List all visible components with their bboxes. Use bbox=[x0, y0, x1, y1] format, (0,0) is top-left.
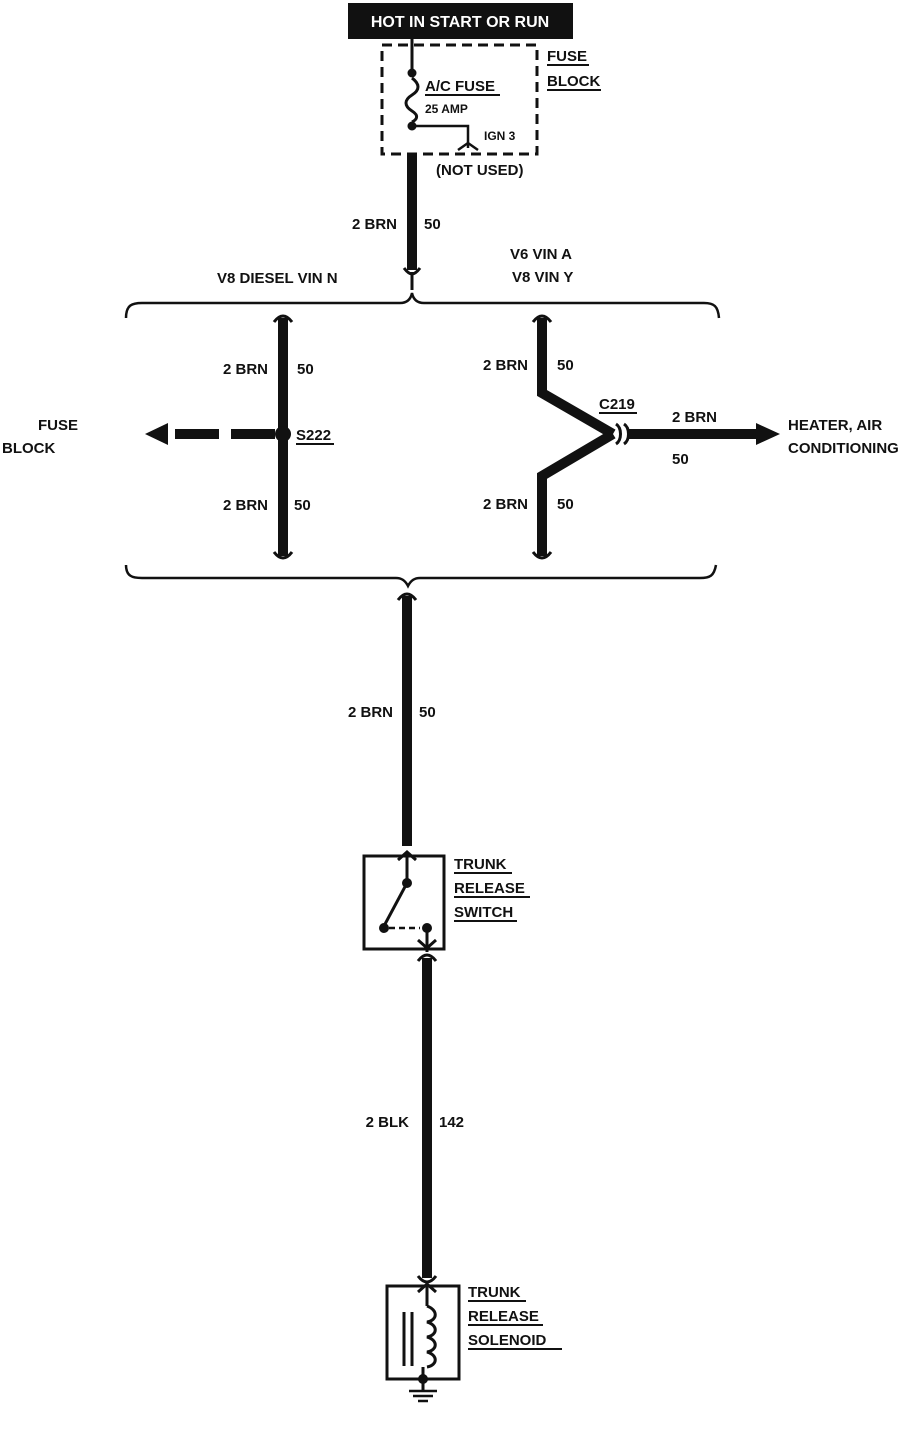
switch-blade bbox=[382, 882, 409, 927]
fuse-top-terminal bbox=[407, 68, 417, 78]
heater-branch-circuit: 50 bbox=[672, 451, 689, 468]
power-header-text: HOT IN START OR RUN bbox=[371, 14, 549, 31]
solenoid-feed-wire: 2 BLK 142 bbox=[366, 953, 464, 1284]
solenoid-label-line1: TRUNK bbox=[468, 1284, 521, 1301]
fuse-block-label-line1: FUSE bbox=[547, 48, 587, 65]
diesel-upper-break-icon bbox=[272, 314, 294, 323]
trunk-release-solenoid: TRUNK RELEASE SOLENOID bbox=[385, 1281, 562, 1403]
fuse-block-arrow-icon bbox=[145, 423, 168, 445]
solenoid-input-terminal-icon bbox=[417, 1281, 437, 1294]
switch-feed-circuit: 50 bbox=[419, 704, 436, 721]
switch-input-terminal-icon bbox=[397, 849, 417, 862]
ign3-tap-wire bbox=[412, 124, 470, 148]
feed-wire-gauge: 2 BRN bbox=[352, 216, 397, 233]
diesel-branch: 2 BRN 50 S222 2 BRN 50 FUSE BLOCK bbox=[2, 314, 334, 560]
v6-variant-label-line2: V8 VIN Y bbox=[512, 269, 573, 286]
v6-lower-wire bbox=[537, 429, 616, 556]
ign3-label: IGN 3 bbox=[484, 129, 516, 143]
switch-pivot-contact bbox=[379, 923, 389, 933]
v6-lower-break-icon bbox=[531, 551, 553, 560]
solenoid-label-line3: SOLENOID bbox=[468, 1332, 547, 1349]
solenoid-feed-top-break-icon bbox=[416, 953, 438, 962]
v6-lower-circuit: 50 bbox=[557, 496, 574, 513]
connector-c219-icon bbox=[614, 422, 630, 446]
power-header-box bbox=[348, 3, 573, 39]
heater-branch-gauge: 2 BRN bbox=[672, 409, 717, 426]
feed-wire: 2 BRN 50 bbox=[352, 154, 441, 290]
switch-feed-wire: 2 BRN 50 bbox=[348, 592, 436, 846]
connector-destination-line2: CONDITIONING bbox=[788, 440, 899, 457]
top-option-brace bbox=[124, 292, 721, 319]
splice-destination-line2: BLOCK bbox=[2, 440, 55, 457]
fuse-rating: 25 AMP bbox=[425, 102, 468, 116]
feed-wire-circuit: 50 bbox=[424, 216, 441, 233]
fuse-block-outline bbox=[380, 43, 539, 156]
switch-feed-break-icon bbox=[396, 592, 418, 601]
connector-destination-line1: HEATER, AIR bbox=[788, 417, 882, 434]
switch-label-line1: TRUNK bbox=[454, 856, 507, 873]
solenoid-feed-circuit: 142 bbox=[439, 1114, 464, 1131]
switch-label-line3: SWITCH bbox=[454, 904, 513, 921]
connector-c219-id: C219 bbox=[599, 396, 635, 413]
fuse-block: A/C FUSE 25 AMP IGN 3 (NOT USED) FUSE BL… bbox=[380, 39, 601, 179]
ign3-terminal-icon bbox=[457, 141, 479, 152]
diesel-lower-circuit: 50 bbox=[294, 497, 311, 514]
solenoid-coil-icon bbox=[426, 1304, 437, 1369]
solenoid-ground-terminal bbox=[418, 1374, 428, 1384]
solenoid-feed-gauge: 2 BLK bbox=[366, 1114, 410, 1131]
bottom-option-brace bbox=[124, 564, 718, 589]
trunk-release-switch: TRUNK RELEASE SWITCH bbox=[362, 849, 530, 952]
diesel-lower-break-icon bbox=[272, 551, 294, 560]
v6-upper-break-icon bbox=[531, 314, 553, 323]
v6-variant-label-line1: V6 VIN A bbox=[510, 246, 572, 263]
splice-s222-id: S222 bbox=[296, 427, 331, 444]
diesel-variant-label: V8 DIESEL VIN N bbox=[217, 270, 338, 287]
v6-upper-circuit: 50 bbox=[557, 357, 574, 374]
ign3-not-used-note: (NOT USED) bbox=[436, 162, 524, 179]
splice-destination-line1: FUSE bbox=[38, 417, 78, 434]
diesel-upper-gauge: 2 BRN bbox=[223, 361, 268, 378]
power-header: HOT IN START OR RUN bbox=[348, 3, 573, 39]
switch-label-line2: RELEASE bbox=[454, 880, 525, 897]
v6-lower-gauge: 2 BRN bbox=[483, 496, 528, 513]
fuse-element-icon bbox=[404, 76, 420, 124]
v6-branch: 2 BRN 50 2 BRN 50 C219 2 BRN 50 HEATER, … bbox=[483, 314, 899, 560]
solenoid-housing bbox=[385, 1284, 461, 1381]
fuse-name: A/C FUSE bbox=[425, 78, 495, 95]
fuse-block-label-line2: BLOCK bbox=[547, 73, 600, 90]
switch-housing bbox=[362, 854, 446, 951]
heater-arrow-icon bbox=[756, 423, 780, 445]
diesel-upper-circuit: 50 bbox=[297, 361, 314, 378]
diesel-lower-gauge: 2 BRN bbox=[223, 497, 268, 514]
v6-upper-gauge: 2 BRN bbox=[483, 357, 528, 374]
v6-upper-wire bbox=[537, 318, 616, 439]
switch-feed-gauge: 2 BRN bbox=[348, 704, 393, 721]
solenoid-label-line2: RELEASE bbox=[468, 1308, 539, 1325]
